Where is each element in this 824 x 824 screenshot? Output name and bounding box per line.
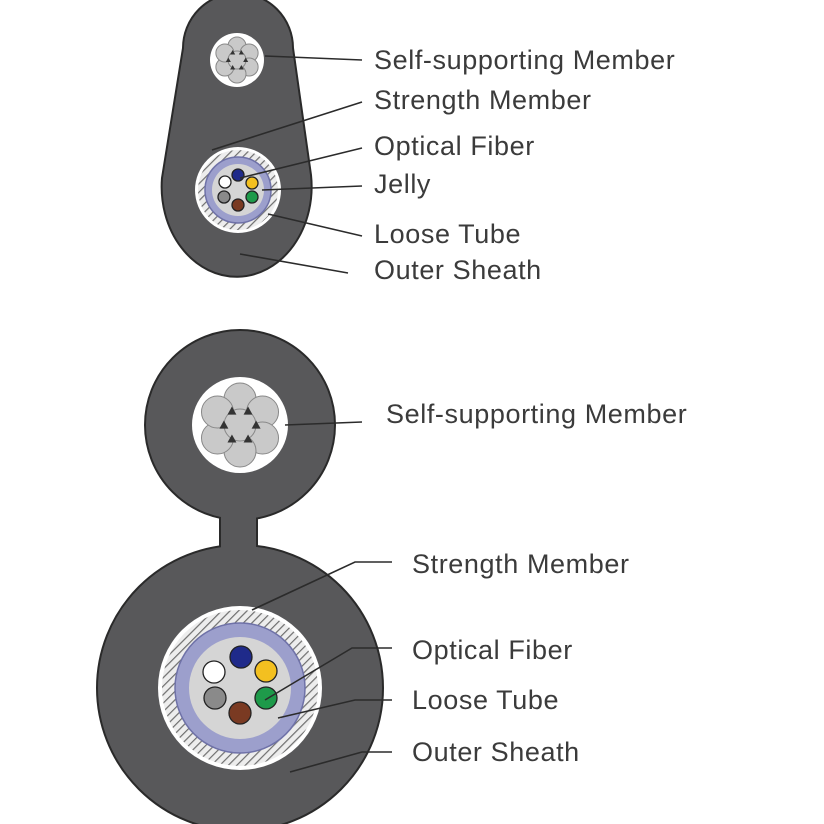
strand-marker [219, 420, 229, 429]
strand-marker [227, 434, 237, 443]
top-label-outer-sheath: Outer Sheath [374, 255, 542, 285]
bottom-leader-lines [251, 421, 392, 773]
bottom-web-fill [221, 505, 256, 580]
leader-line [211, 101, 363, 151]
bottom-label-loose-tube: Loose Tube [412, 685, 559, 715]
bottom-label-optical-fiber: Optical Fiber [412, 635, 573, 665]
leader-line [251, 561, 392, 611]
leader-line [267, 213, 363, 237]
leader-line [264, 55, 363, 61]
strand-marker [238, 49, 244, 55]
bottom-messenger-strands [200, 382, 280, 468]
leader-line [277, 699, 392, 719]
optical-fiber-white [218, 175, 232, 189]
strand-marker [225, 57, 231, 63]
strand-marker [243, 406, 253, 415]
leader-line [239, 253, 349, 274]
strand-marker [243, 434, 253, 443]
top-label-optical-fiber: Optical Fiber [374, 131, 535, 161]
top-self-supporting-member [210, 33, 264, 87]
optical-fiber-blue [229, 645, 253, 669]
bottom-cable: Self-supporting Member Strength Member O… [96, 329, 687, 824]
top-labels: Self-supporting Member Strength Member O… [374, 45, 675, 285]
bottom-labels: Self-supporting Member Strength Member O… [386, 399, 687, 767]
optical-fiber-gray [203, 686, 227, 710]
optical-fiber-green [254, 686, 278, 710]
top-optical-fibers [217, 168, 259, 212]
optical-fiber-gray [217, 190, 231, 204]
optical-fiber-brown [231, 198, 245, 212]
strand-marker [238, 64, 244, 70]
optical-fiber-white [202, 660, 226, 684]
leader-line [261, 185, 363, 191]
leader-line [264, 647, 392, 701]
top-messenger-strands [215, 36, 259, 84]
strand-marker [243, 57, 249, 63]
top-label-loose-tube: Loose Tube [374, 219, 521, 249]
bottom-optical-fibers [202, 645, 278, 725]
optical-fiber-green [245, 190, 259, 204]
top-core [195, 147, 281, 233]
bottom-self-supporting-member [192, 377, 288, 473]
optical-fiber-blue [231, 168, 245, 182]
top-label-jelly: Jelly [374, 169, 431, 199]
top-label-strength-member: Strength Member [374, 85, 592, 115]
bottom-label-strength-member: Strength Member [412, 549, 630, 579]
leader-line [239, 147, 363, 179]
bottom-label-self-supporting-member: Self-supporting Member [386, 399, 687, 429]
leader-line [289, 751, 392, 773]
optical-fiber-yellow [254, 659, 278, 683]
strand-marker [230, 49, 236, 55]
top-label-self-supporting-member: Self-supporting Member [374, 45, 675, 75]
bottom-label-outer-sheath: Outer Sheath [412, 737, 580, 767]
optical-fiber-brown [228, 701, 252, 725]
top-leader-lines [211, 55, 363, 274]
strand-marker [230, 64, 236, 70]
strand-marker [227, 406, 237, 415]
leader-line [284, 421, 363, 426]
bottom-core [158, 606, 322, 770]
strand-marker [251, 420, 261, 429]
optical-fiber-yellow [245, 176, 259, 190]
top-cable: Self-supporting Member Strength Member O… [160, 0, 675, 285]
